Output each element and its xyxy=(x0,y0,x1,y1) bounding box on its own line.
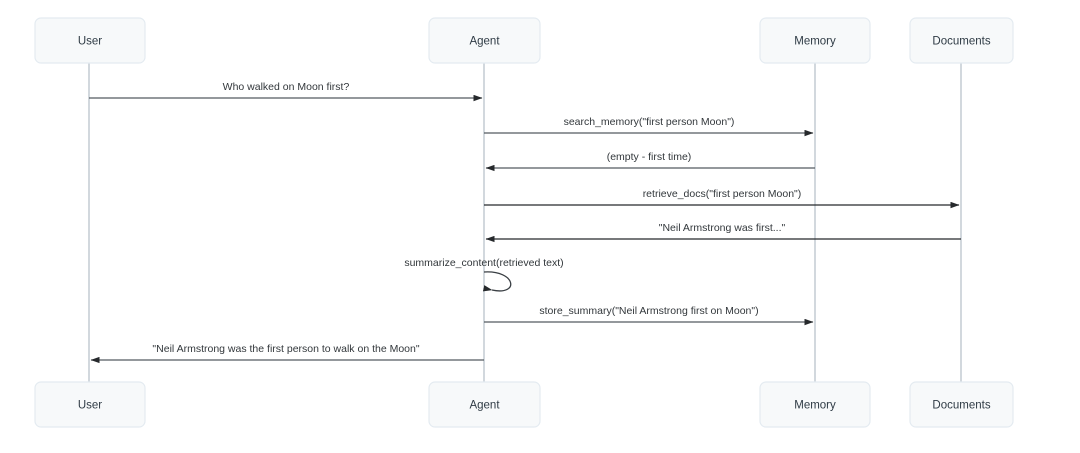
message-5-documents-to-agent[interactable]: "Neil Armstrong was first..." xyxy=(485,222,961,243)
message-5-label: "Neil Armstrong was first..." xyxy=(659,222,786,234)
actor-label-user-top: User xyxy=(78,36,102,48)
actor-rect-documents-top xyxy=(909,17,1014,64)
message-8-agent-to-user[interactable]: "Neil Armstrong was the first person to … xyxy=(90,343,484,364)
actor-rect-memory-top xyxy=(759,17,871,64)
actor-box-agent-top[interactable]: Agent xyxy=(428,17,541,64)
actor-label-agent-top: Agent xyxy=(469,36,500,48)
message-3-memory-to-agent[interactable]: (empty - first time) xyxy=(485,151,815,172)
actor-box-memory-bottom[interactable]: Memory xyxy=(759,381,871,428)
actor-label-agent-bottom: Agent xyxy=(469,400,500,412)
message-6-loop-arrow xyxy=(482,271,512,292)
message-7-label: store_summary("Neil Armstrong first on M… xyxy=(539,305,758,317)
actor-box-agent-bottom[interactable]: Agent xyxy=(428,381,541,428)
message-1-label: Who walked on Moon first? xyxy=(223,81,350,93)
actor-label-user-bottom: User xyxy=(78,400,102,412)
message-2-agent-to-memory[interactable]: search_memory("first person Moon") xyxy=(484,116,814,137)
actor-label-documents-bottom: Documents xyxy=(932,400,990,412)
actor-rect-agent-top xyxy=(428,17,541,64)
actor-box-user-top[interactable]: User xyxy=(34,17,146,64)
message-3-label: (empty - first time) xyxy=(607,151,692,163)
actor-rect-user-bottom xyxy=(34,381,146,428)
message-4-agent-to-documents[interactable]: retrieve_docs("first person Moon") xyxy=(484,188,960,209)
actor-box-user-bottom[interactable]: User xyxy=(34,381,146,428)
actor-rect-agent-bottom xyxy=(428,381,541,428)
message-6-agent-self-loop[interactable]: summarize_content(retrieved text) xyxy=(404,257,564,292)
lifelines xyxy=(88,63,962,382)
actor-label-memory-bottom: Memory xyxy=(794,400,836,412)
message-4-label: retrieve_docs("first person Moon") xyxy=(643,188,802,200)
actor-rect-memory-bottom xyxy=(759,381,871,428)
message-2-label: search_memory("first person Moon") xyxy=(564,116,735,128)
message-1-user-to-agent[interactable]: Who walked on Moon first? xyxy=(89,81,483,102)
message-6-label: summarize_content(retrieved text) xyxy=(404,257,563,269)
actor-box-documents-bottom[interactable]: Documents xyxy=(909,381,1014,428)
actor-label-memory-top: Memory xyxy=(794,36,836,48)
actor-rect-documents-bottom xyxy=(909,381,1014,428)
actor-rect-user-top xyxy=(34,17,146,64)
actor-label-documents-top: Documents xyxy=(932,36,990,48)
actor-box-documents-top[interactable]: Documents xyxy=(909,17,1014,64)
message-7-agent-to-memory[interactable]: store_summary("Neil Armstrong first on M… xyxy=(484,305,814,326)
actor-box-memory-top[interactable]: Memory xyxy=(759,17,871,64)
message-8-label: "Neil Armstrong was the first person to … xyxy=(152,343,419,355)
